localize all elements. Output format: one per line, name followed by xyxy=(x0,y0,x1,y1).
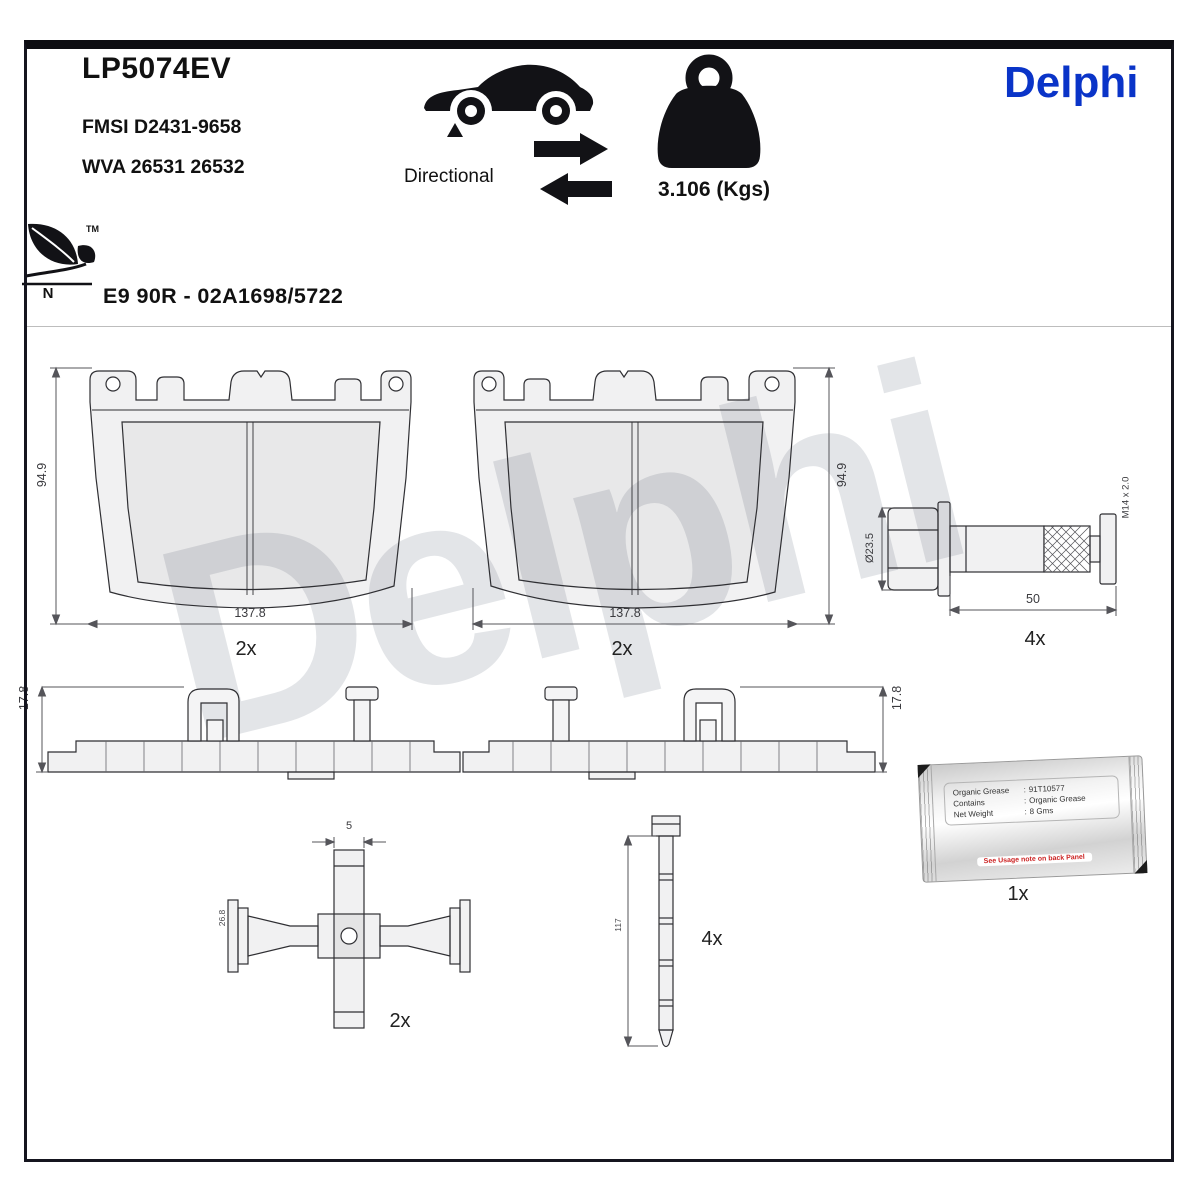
dim-clip-width: 5 xyxy=(345,820,353,832)
clip-qty: 2x xyxy=(389,1010,411,1032)
direction-arrows-icon xyxy=(534,133,612,205)
pad-side-left-drawing xyxy=(36,685,461,780)
sachet-label-text: Organic Grease : 91T10577 Contains : Org… xyxy=(943,775,1121,826)
part-number: LP5074EV xyxy=(82,52,232,85)
clip-pin-drawing xyxy=(227,837,471,1029)
dim-clip-diameter: 26.8 xyxy=(217,909,227,927)
bolt-drawing xyxy=(877,501,1118,616)
pad-front-left-drawing xyxy=(50,366,414,630)
sachet-corner-mark-bottom-right xyxy=(1133,860,1148,874)
directional-label: Directional xyxy=(404,166,494,187)
car-direction-icon xyxy=(424,64,594,137)
weight-icon xyxy=(657,54,761,168)
delphi-logo: Delphi xyxy=(1004,58,1139,107)
dim-bolt-length: 50 xyxy=(1026,592,1040,606)
pin-qty: 4x xyxy=(701,928,723,950)
trademark-label: TM xyxy=(86,224,99,234)
pad-front-right-drawing xyxy=(471,366,835,630)
wva-number: WVA 26531 26532 xyxy=(82,156,245,178)
dim-pad-left-width: 137.8 xyxy=(234,606,266,620)
sachet-corner-mark-top-left xyxy=(917,764,932,778)
sachet-row-label: Net Weight xyxy=(953,808,994,820)
dim-pad-left-height: 94.9 xyxy=(35,462,49,488)
pad-left-qty: 2x xyxy=(235,638,257,660)
sachet-warning-text: See Usage note on back Panel xyxy=(976,852,1092,867)
dim-side-right-thickness: 17.8 xyxy=(890,685,904,711)
dim-side-left-thickness: 17.8 xyxy=(17,685,31,711)
guide-pin-drawing xyxy=(623,815,681,1048)
pad-side-right-drawing xyxy=(462,685,888,780)
dim-bolt-diameter: Ø23.5 xyxy=(864,533,876,563)
dim-pad-right-width: 137.8 xyxy=(609,606,641,620)
approval-number: E9 90R - 02A1698/5722 xyxy=(103,284,344,308)
dim-pad-right-height: 94.9 xyxy=(835,462,849,488)
eco-leaf-icon xyxy=(22,223,96,286)
grease-qty: 1x xyxy=(1007,883,1029,905)
bolt-qty: 4x xyxy=(1024,628,1046,650)
header-divider xyxy=(27,326,1171,327)
weight-value: 3.106 (Kgs) xyxy=(657,178,771,201)
sachet-crimp-left xyxy=(918,765,937,882)
dim-bolt-thread: M14 x 2.0 xyxy=(1120,476,1132,519)
position-marker-triangle-icon xyxy=(447,123,463,137)
grease-sachet: Organic Grease : 91T10577 Contains : Org… xyxy=(917,755,1148,883)
sachet-row-value: 8 Gms xyxy=(1029,806,1054,817)
dim-pin-length: 117 xyxy=(613,918,623,932)
fmsi-number: FMSI D2431-9658 xyxy=(82,116,242,138)
pad-right-qty: 2x xyxy=(611,638,633,660)
eco-letter: N xyxy=(42,285,54,302)
